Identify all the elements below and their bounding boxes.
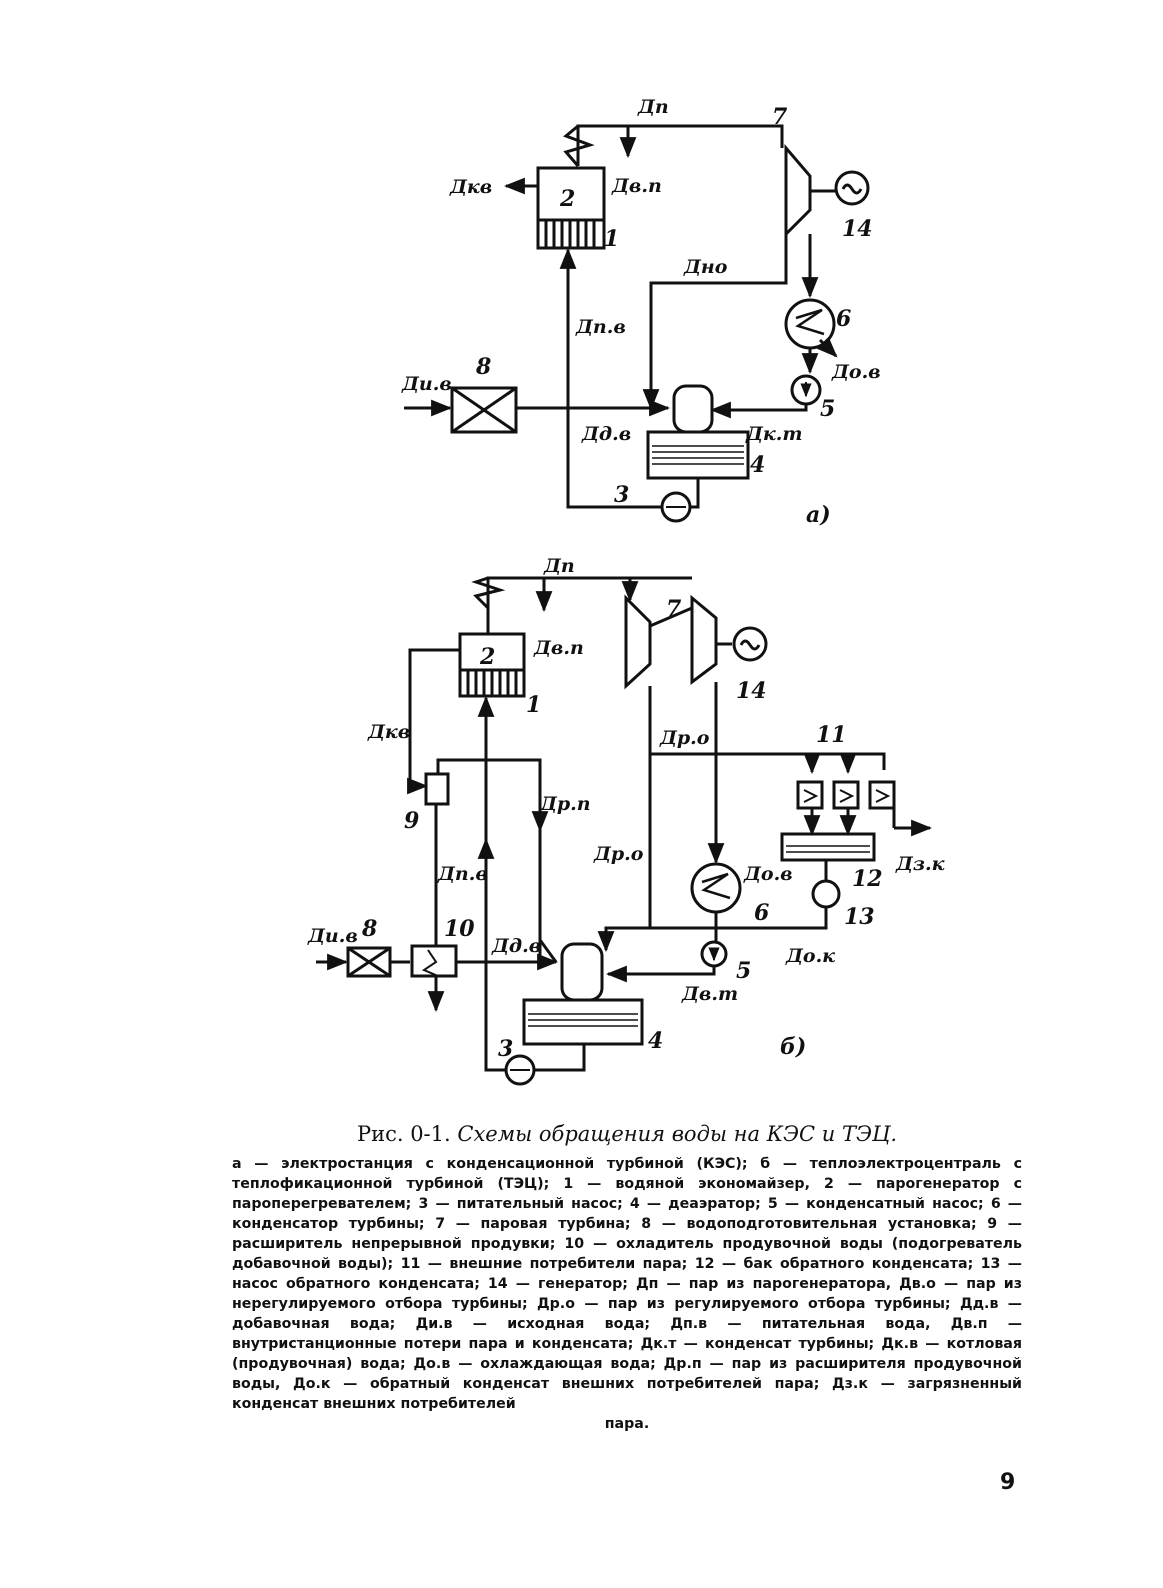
num-5-b: 5	[736, 958, 751, 984]
num-1-b: 1	[526, 692, 541, 718]
label-d-p-b: Дп	[543, 555, 575, 577]
deaerator-column-a	[672, 384, 714, 434]
num-3-b: 3	[498, 1036, 513, 1062]
num-4-b: 4	[648, 1028, 663, 1054]
generator-a	[834, 170, 870, 206]
label-d-pv-a: Дп.в	[575, 316, 626, 338]
num-6-b: 6	[754, 900, 769, 926]
num-11-b: 11	[816, 722, 847, 748]
extraction-header-b	[648, 686, 886, 770]
num-7-b: 7	[666, 596, 682, 622]
num-4-a: 4	[750, 452, 765, 478]
superheater-coil-b	[471, 576, 506, 610]
num-8-b: 8	[361, 916, 377, 942]
num-7-a: 7	[772, 104, 788, 130]
num-2-b: 2	[479, 644, 495, 670]
caption-title: Рис. 0-1. Схемы обращения воды на КЭС и …	[232, 1122, 1022, 1146]
label-d-iv-a: Ди.в	[401, 373, 452, 395]
num-3-a: 3	[614, 482, 629, 508]
deaerator-tank-a	[646, 430, 750, 480]
label-d-ro-top-b: Др.о	[659, 727, 710, 749]
panel-label-b: б)	[780, 1034, 806, 1060]
diagram-a	[404, 124, 870, 523]
page-number: 9	[1000, 1470, 1016, 1495]
label-d-dv-b: Дд.в	[491, 935, 541, 957]
turbine-lp-b	[690, 594, 718, 685]
label-d-iv-b: Ди.в	[307, 925, 358, 947]
diagram-b-labels: Дп Дв.п Дкв Др.о Др.о Др.п Дп.в Ди.в Дд.…	[307, 555, 945, 1062]
caption-prefix: Рис. 0-1.	[356, 1122, 451, 1146]
steam-header-b	[486, 576, 692, 608]
caption-title-text: Схемы обращения воды на КЭС и ТЭЦ.	[457, 1122, 898, 1146]
turbine-a	[784, 143, 812, 238]
label-d-p-a: Дп	[637, 96, 669, 118]
panel-label-a: а)	[806, 502, 831, 528]
num-6-a: 6	[836, 306, 851, 332]
diagram-a-labels: Дп Дв.п Дкв Дно Дп.в Ди.в Дд.в Дк.т До.в…	[401, 96, 881, 528]
deaerator-tank-b	[522, 998, 644, 1046]
num-2-a: 2	[559, 186, 575, 212]
num-8-a: 8	[475, 354, 491, 380]
label-d-dv-a: Дд.в	[581, 423, 631, 445]
num-14-a: 14	[842, 216, 873, 242]
turbine-hp-b	[624, 594, 652, 690]
blowdown-expander-b	[424, 772, 450, 806]
label-d-ov-b: До.в	[743, 863, 793, 885]
label-d-rp-b: Др.п	[539, 793, 591, 815]
label-d-ro-mid-b: Др.о	[593, 843, 644, 865]
caption-legend: а — электростанция с конденсационной тур…	[232, 1156, 1022, 1412]
label-d-no-a: Дно	[683, 256, 728, 278]
label-d-pv-b: Дп.в	[437, 863, 488, 885]
label-d-kv-a: Дкв	[449, 176, 492, 198]
label-d-vp-b: Дв.п	[533, 637, 584, 659]
label-d-vp-a: Дв.п	[611, 175, 662, 197]
water-treatment-a	[450, 386, 518, 434]
caption-legend-end: пара.	[604, 1416, 650, 1432]
label-d-ok-b: До.к	[785, 945, 835, 967]
return-pump-b	[811, 879, 841, 909]
num-13-b: 13	[844, 904, 875, 930]
deaerator-column-b	[560, 942, 604, 1002]
condenser-b	[690, 862, 742, 914]
label-d-ov-a: До.в	[831, 361, 881, 383]
label-d-vt-b: Дв.т	[681, 983, 738, 1005]
num-1-a: 1	[604, 226, 619, 252]
label-d-kv-b: Дкв	[367, 721, 410, 743]
generator-b	[732, 626, 768, 662]
figure-caption: Рис. 0-1. Схемы обращения воды на КЭС и …	[232, 1122, 1022, 1432]
num-5-a: 5	[820, 396, 835, 422]
num-10-b: 10	[444, 916, 475, 942]
label-d-kt-a: Дк.т	[745, 423, 802, 445]
num-9-b: 9	[404, 808, 419, 834]
condensate-tank-b	[780, 832, 876, 862]
superheater-coil-a	[563, 124, 595, 167]
blowdown-cooler-b	[410, 944, 458, 978]
expander-steam-line-b	[436, 758, 542, 962]
num-12-b: 12	[852, 866, 883, 892]
label-d-zk-b: Дз.к	[895, 853, 945, 875]
extraction-line-a	[649, 210, 788, 415]
steam-line-a	[576, 124, 784, 166]
diagram-b	[316, 576, 933, 1086]
condenser-a	[784, 298, 836, 350]
num-14-b: 14	[736, 678, 767, 704]
